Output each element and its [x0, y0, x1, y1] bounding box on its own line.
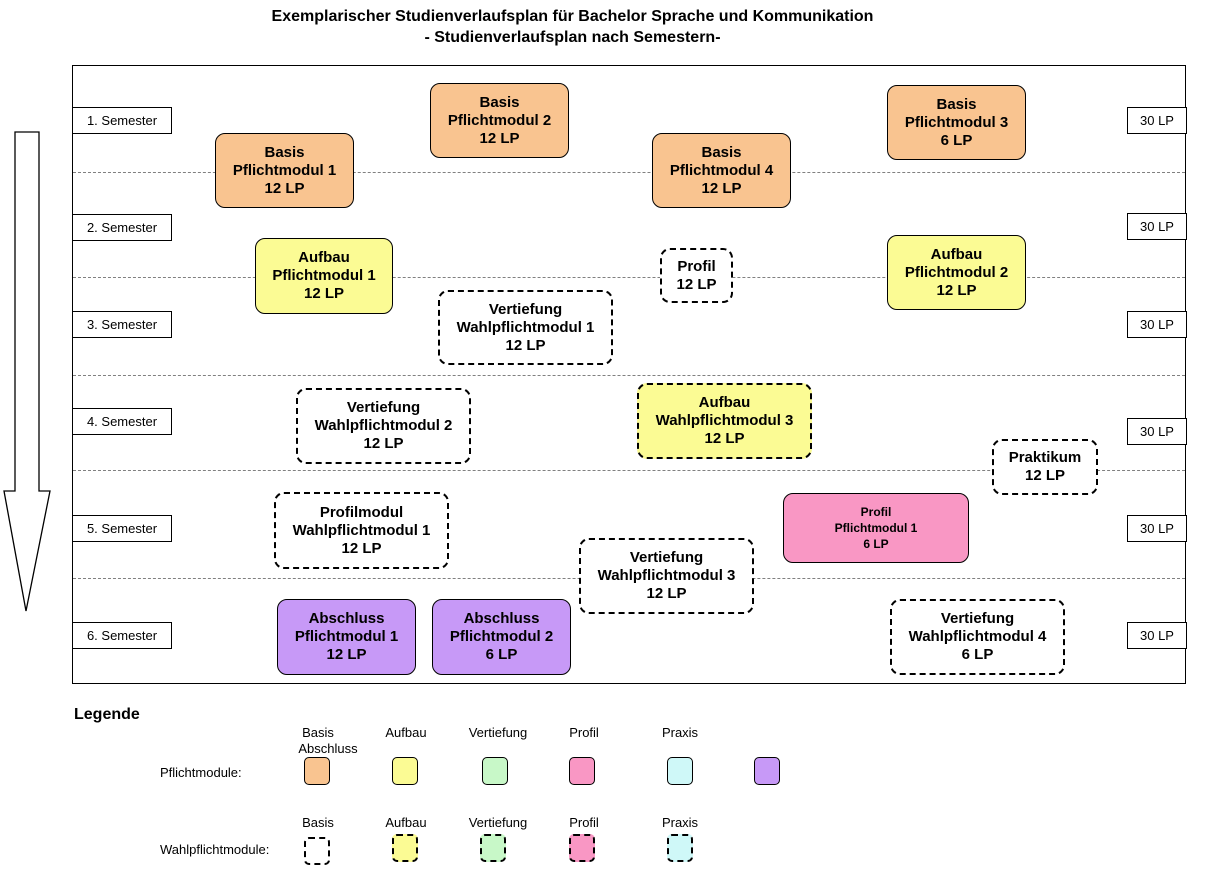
semester-frame: [72, 65, 1186, 684]
diagram-subtitle: - Studienverlaufsplan nach Semestern-: [424, 29, 721, 46]
divider-line: [73, 172, 1185, 173]
legend-wp-header-praxis: Praxis: [661, 815, 699, 830]
credits-label-3: 30 LP: [1127, 311, 1187, 338]
semester-label-3: 3. Semester: [72, 311, 172, 338]
legend-title: Legende: [74, 706, 140, 723]
divider-line: [73, 470, 1185, 471]
divider-line: [73, 375, 1185, 376]
legend-wp-header-aufbau: Aufbau: [385, 815, 427, 830]
swatch-wahlpflicht-basis: [304, 837, 330, 865]
semester-label-5: 5. Semester: [72, 515, 172, 542]
credits-label-5: 30 LP: [1127, 515, 1187, 542]
legend-wahlpflicht-label: Wahlpflichtmodule:: [160, 842, 270, 857]
legend-header-basis: Basis: [302, 725, 334, 740]
swatch-wahlpflicht-praxis: [667, 834, 693, 862]
swatch-pflicht-basis: [304, 757, 330, 785]
swatch-pflicht-vertiefung: [482, 757, 508, 785]
legend-header-praxis: Praxis: [661, 725, 699, 740]
legend-header-vertiefung: Vertiefung: [468, 725, 528, 740]
legend-header-profil: Profil: [569, 725, 599, 740]
semester-label-2: 2. Semester: [72, 214, 172, 241]
legend-header-abschluss: Abschluss: [298, 741, 358, 756]
swatch-pflicht-aufbau: [392, 757, 418, 785]
swatch-pflicht-praxis: [667, 757, 693, 785]
semester-label-6: 6. Semester: [72, 622, 172, 649]
swatch-wahlpflicht-vertiefung: [480, 834, 506, 862]
swatch-wahlpflicht-aufbau: [392, 834, 418, 862]
diagram-title: Exemplarischer Studienverlaufsplan für B…: [271, 8, 874, 25]
timeline-arrow-icon: [3, 131, 51, 612]
legend-pflicht-label: Pflichtmodule:: [160, 765, 242, 780]
semester-label-4: 4. Semester: [72, 408, 172, 435]
credits-label-6: 30 LP: [1127, 622, 1187, 649]
legend-wp-header-profil: Profil: [569, 815, 599, 830]
divider-line: [73, 277, 1185, 278]
swatch-wahlpflicht-profil: [569, 834, 595, 862]
legend-wp-header-vertiefung: Vertiefung: [468, 815, 528, 830]
semester-label-1: 1. Semester: [72, 107, 172, 134]
credits-label-4: 30 LP: [1127, 418, 1187, 445]
credits-label-1: 30 LP: [1127, 107, 1187, 134]
swatch-pflicht-abschluss: [754, 757, 780, 785]
credits-label-2: 30 LP: [1127, 213, 1187, 240]
swatch-pflicht-profil: [569, 757, 595, 785]
legend-header-aufbau: Aufbau: [385, 725, 427, 740]
legend-wp-header-basis: Basis: [302, 815, 334, 830]
